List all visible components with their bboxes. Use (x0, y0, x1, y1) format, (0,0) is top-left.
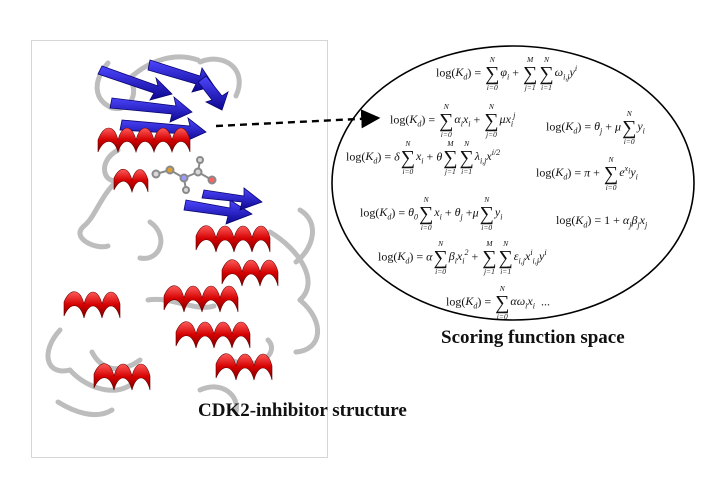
equation-7: log(Kd) = 1 + αjβjxj (556, 213, 648, 230)
ligand (151, 156, 217, 194)
alpha-helices (63, 127, 279, 391)
scoring-function-ellipse (331, 45, 695, 321)
beta-sheets (97, 59, 263, 225)
dashed-arrow (215, 109, 381, 129)
structure-caption: CDK2-inhibitor structure (198, 400, 407, 421)
coil-loops (45, 54, 320, 417)
scoring-space-caption: Scoring function space (441, 327, 625, 348)
